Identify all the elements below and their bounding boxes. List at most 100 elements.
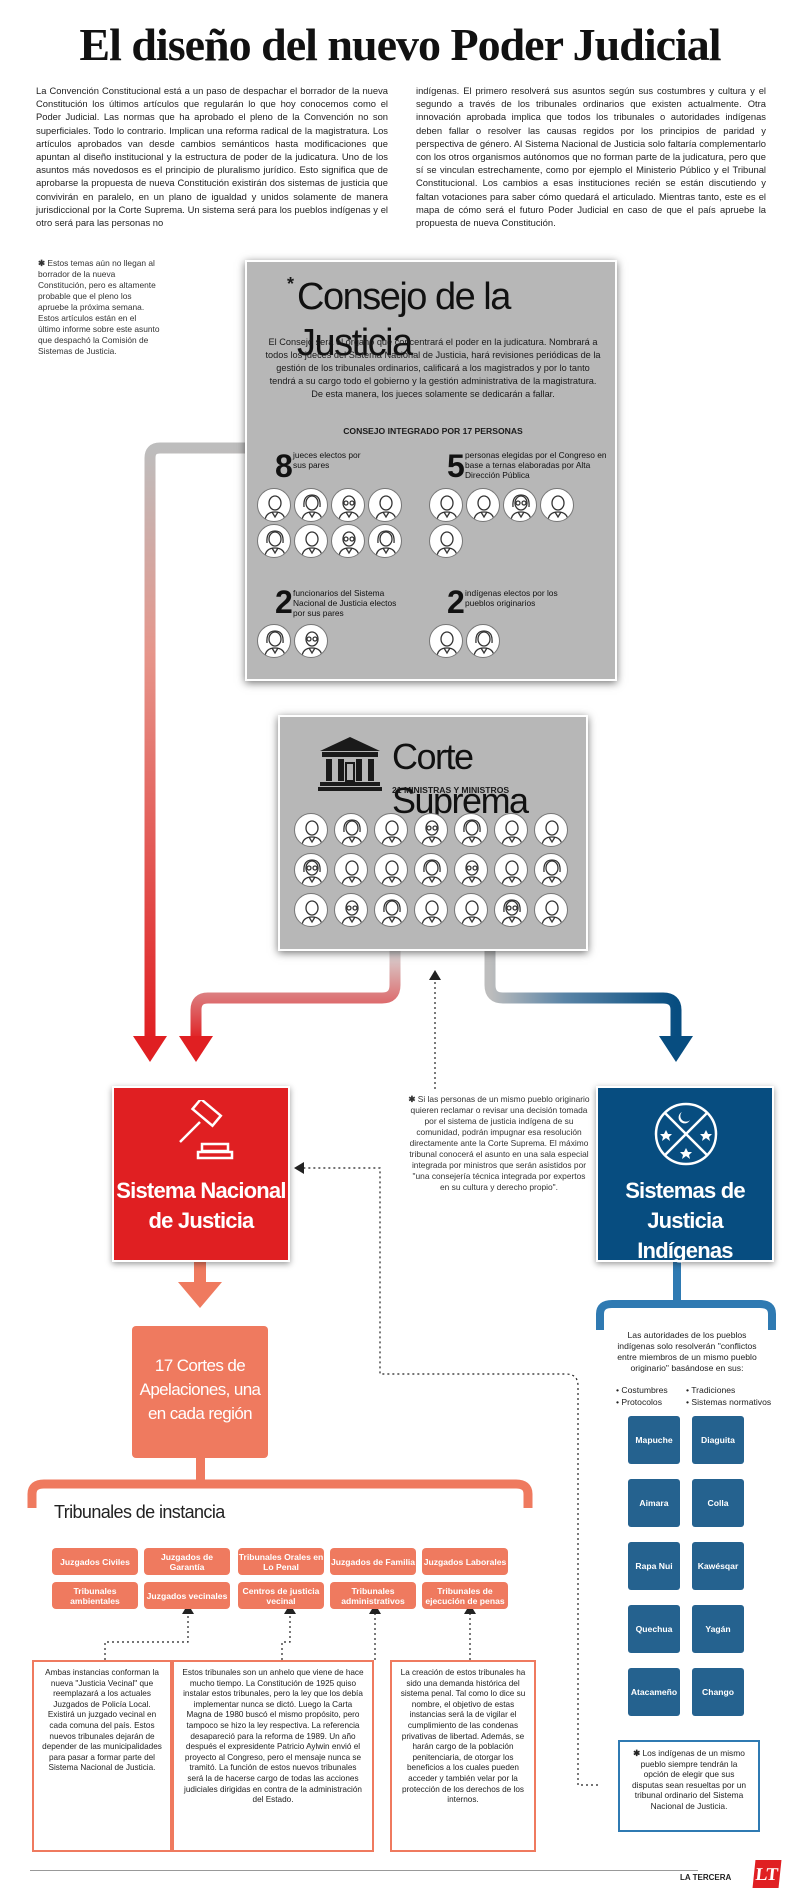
intro-text-right: indígenas. El primero resolverá sus asun…: [416, 85, 766, 229]
arrow-head-consejo-snj: [133, 1036, 167, 1062]
pueblo-pill: Mapuche: [628, 1416, 680, 1464]
pueblo-pill: Yagán: [692, 1605, 744, 1653]
pueblo-pill: Colla: [692, 1479, 744, 1527]
ministro-icon: [494, 853, 528, 887]
tribunales-note-3: La creación de estos tribunales ha sido …: [390, 1660, 536, 1852]
dotted-arrow-head-snj: [294, 1162, 304, 1174]
tribunal-pill: Tribunales ambientales: [52, 1582, 138, 1609]
footer-brand: LA TERCERA: [680, 1873, 732, 1882]
courthouse-icon: [318, 737, 382, 791]
ministro-icon: [454, 893, 488, 927]
ministro-icon: [414, 813, 448, 847]
group4-label: indígenas electos por los pueblos origin…: [465, 588, 558, 608]
ministro-icon: [534, 853, 568, 887]
consejo-member-icon: [540, 488, 574, 522]
side-note-text: Estos temas aún no llegan al borrador de…: [38, 258, 160, 356]
snj-title-line1: Sistema Nacional: [116, 1178, 286, 1203]
footer-logo: LT: [752, 1860, 782, 1888]
tribunales-note-2: Estos tribunales son un anhelo que viene…: [172, 1660, 374, 1852]
arrow-corte-to-snj: [190, 950, 401, 1040]
intro-text-left: La Convención Constitucional está a un p…: [36, 85, 388, 229]
ministro-icon: [374, 853, 408, 887]
dotted-arrow-head-n2: [284, 1604, 296, 1614]
corte-subtitle: 21 MINISTRAS Y MINISTROS: [392, 785, 510, 795]
consejo-member-icon: [466, 488, 500, 522]
consejo-member-icon: [257, 624, 291, 658]
dotted-note1-link: [104, 1612, 189, 1660]
side-note-asterisk: ✱: [38, 258, 46, 268]
ministro-icon: [414, 893, 448, 927]
sji-bracket: [596, 1300, 776, 1330]
ministro-icon: [334, 813, 368, 847]
cortes-line1: 17 Cortes de: [154, 1356, 246, 1375]
corte-note: ✱ Si las personas de un mismo pueblo ori…: [408, 1094, 590, 1193]
arrow-head-corte-sji: [659, 1036, 693, 1062]
arrow-cortes-to-tribunales: [196, 1458, 205, 1486]
gavel-icon: [179, 1100, 234, 1160]
pueblo-pill: Diaguita: [692, 1416, 744, 1464]
sji-box: Sistemas de Justicia Indígenas: [596, 1086, 774, 1263]
indigenous-symbol-icon: [654, 1102, 718, 1166]
corte-suprema-panel: Corte Suprema 21 MINISTRAS Y MINISTROS: [278, 715, 588, 951]
ministro-icon: [294, 853, 328, 887]
dotted-arrow-head-n1: [182, 1604, 194, 1614]
group1-label: jueces electos por sus pares: [293, 450, 361, 470]
tribunal-pill: Juzgados Laborales: [422, 1548, 508, 1575]
consejo-member-icon: [257, 524, 291, 558]
corte-title: Corte Suprema: [392, 736, 529, 821]
tribunales-note-1: Ambas instancias conforman la nueva "Jus…: [32, 1660, 172, 1852]
consejo-member-icon: [429, 624, 463, 658]
tribunal-pill: Tribunales administrativos: [330, 1582, 416, 1609]
tribunal-pill: Juzgados vecinales: [144, 1582, 230, 1609]
ministro-icon: [494, 813, 528, 847]
cortes-line2: Apelaciones, una: [139, 1380, 261, 1399]
consejo-panel: * Consejo de la Justicia El Consejo será…: [245, 260, 617, 681]
footer-rule: [30, 1870, 698, 1871]
ministro-icon: [374, 893, 408, 927]
group1-number: 8: [275, 448, 293, 484]
sji-title-line2: Justicia Indígenas: [637, 1208, 733, 1263]
cortes-line3: en cada región: [147, 1404, 253, 1423]
tribunal-pill: Juzgados de Familia: [330, 1548, 416, 1575]
base-costumbres: • Costumbres: [616, 1385, 668, 1395]
base-sistemas-normativos: • Sistemas normativos: [686, 1397, 772, 1407]
consejo-member-icon: [503, 488, 537, 522]
corte-note-asterisk: ✱: [408, 1094, 416, 1104]
cortes-apelaciones-box: 17 Cortes de Apelaciones, una en cada re…: [132, 1326, 268, 1458]
ministro-icon: [454, 853, 488, 887]
sji-bracket-stem: [673, 1256, 681, 1306]
side-note: ✱ Estos temas aún no llegan al borrador …: [38, 258, 160, 357]
consejo-subtitle: CONSEJO INTEGRADO POR 17 PERSONAS: [343, 426, 523, 436]
tribunal-pill: Tribunales Orales en Lo Penal: [238, 1548, 324, 1575]
indigenas-note-asterisk: ✱: [633, 1748, 641, 1758]
arrow-corte-to-sji: [484, 950, 682, 1040]
ministro-icon: [334, 853, 368, 887]
consejo-member-icon: [294, 524, 328, 558]
ministro-icon: [294, 893, 328, 927]
group4-number: 2: [447, 584, 465, 620]
indigenas-intro: Las autoridades de los pueblos indígenas…: [617, 1330, 757, 1373]
indigenas-note-text: Los indígenas de un mismo pueblo siempre…: [631, 1748, 747, 1811]
arrow-snj-to-cortes: [194, 1256, 206, 1286]
base-tradiciones: • Tradiciones: [686, 1385, 736, 1395]
indigenas-note-box: ✱ Los indígenas de un mismo pueblo siemp…: [618, 1740, 760, 1832]
tribunal-pill: Centros de justicia vecinal: [238, 1582, 324, 1609]
consejo-member-icon: [429, 524, 463, 558]
arrow-head-snj-cortes: [178, 1282, 222, 1308]
pueblo-pill: Quechua: [628, 1605, 680, 1653]
consejo-member-icon: [368, 524, 402, 558]
pueblo-pill: Aimara: [628, 1479, 680, 1527]
pueblo-pill: Kawésqar: [692, 1542, 744, 1590]
corte-note-text: Si las personas de un mismo pueblo origi…: [409, 1094, 590, 1192]
dotted-note2-link: [281, 1612, 291, 1660]
consejo-member-icon: [331, 524, 365, 558]
consejo-member-icon: [368, 488, 402, 522]
group3-label: funcionarios del Sistema Nacional de Jus…: [293, 588, 397, 618]
dotted-arrow-head-n3: [369, 1604, 381, 1614]
group2-number: 5: [447, 448, 465, 484]
ministro-icon: [414, 853, 448, 887]
base-protocolos: • Protocolos: [616, 1397, 663, 1407]
ministro-icon: [294, 813, 328, 847]
snj-title-line2: de Justicia: [148, 1208, 255, 1233]
